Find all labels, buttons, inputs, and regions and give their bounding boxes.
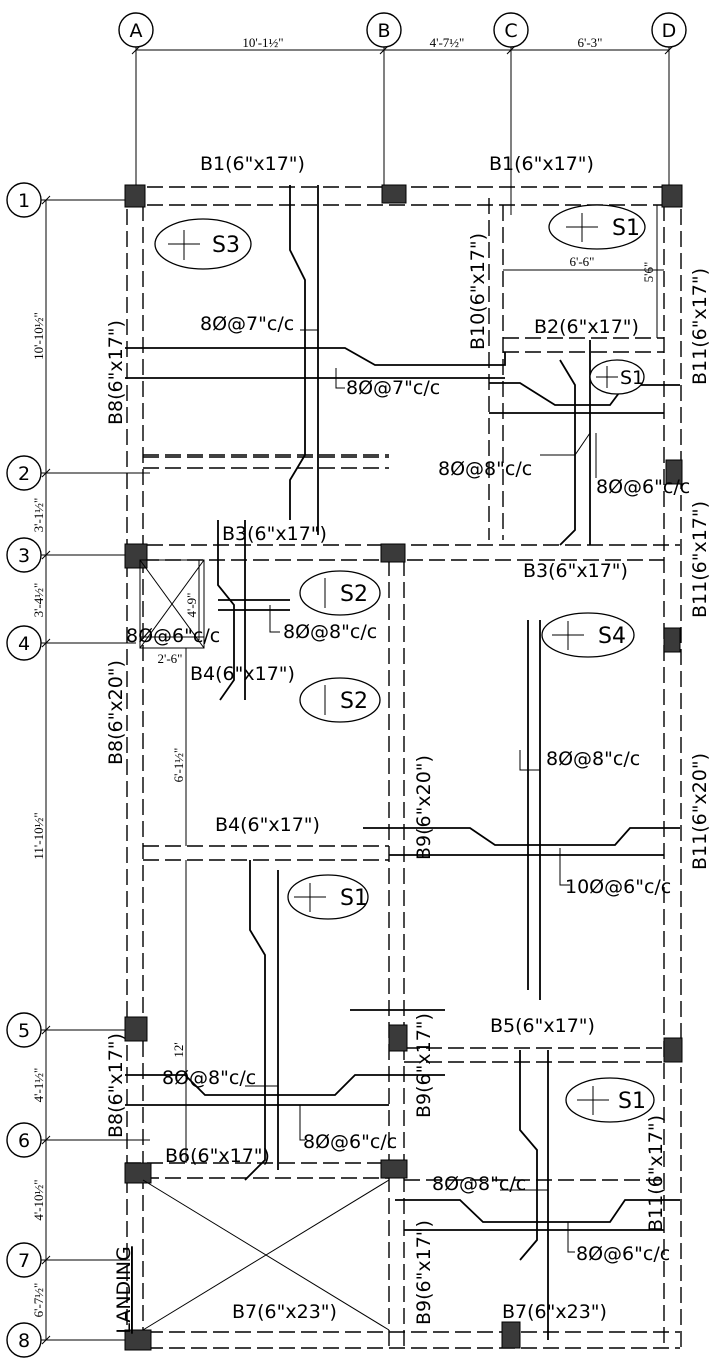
dim-c-d: 6'-3": [578, 35, 603, 50]
beam-b8-top: B8(6"x17"): [105, 320, 127, 425]
slab-s1-bot-label: S1: [618, 1089, 646, 1114]
inner-dimensions: 6'-6" 5'6" 4'-9" 2'-6" 6'-1½" 12': [158, 254, 656, 1058]
slab-s4: S4: [541, 612, 635, 658]
inner-dimension-lines: [140, 205, 664, 1163]
slab-s1-mid: S1: [287, 874, 369, 920]
rebar-note-1: 8Ø@7"c/c: [200, 313, 294, 335]
rebar-note-9: 8Ø@8"c/c: [162, 1067, 256, 1089]
rebar-note-7: 8Ø@8"c/c: [546, 748, 640, 770]
grid-label-1: 1: [18, 190, 30, 212]
rebar-note-3: 8Ø@8"c/c: [438, 458, 532, 480]
beam-b4-top: B4(6"x17"): [190, 663, 295, 685]
beam-b5: B5(6"x17"): [490, 1015, 595, 1037]
rebar-note-10: 8Ø@6"c/c: [303, 1131, 397, 1153]
beam-b2: B2(6"x17"): [534, 316, 639, 338]
rebar-note-2: 8Ø@7"c/c: [346, 377, 440, 399]
beam-b11-2: B11(6"x17"): [689, 501, 711, 618]
grid-label-b: B: [377, 20, 390, 42]
inner-dim-2-6: 2'-6": [158, 651, 183, 666]
beam-labels: B1(6"x17") B1(6"x17") B2(6"x17") B3(6"x1…: [105, 153, 711, 1325]
dim-1-2: 10'-10½": [31, 312, 46, 360]
rebar-note-8: 10Ø@6"c/c: [565, 876, 671, 898]
rebar-note-4: 8Ø@6"c/c: [596, 476, 690, 498]
rebar-note-5: 8Ø@6"c/c: [126, 625, 220, 647]
columns: [124, 184, 683, 1351]
slab-s2-mid: S2: [299, 677, 381, 723]
slab-s1-top-label: S1: [612, 216, 640, 241]
grid-label-7: 7: [18, 1250, 30, 1272]
beam-b9-mid: B9(6"x17"): [413, 1013, 435, 1118]
beam-b1-left: B1(6"x17"): [200, 153, 305, 175]
slab-s2-mid-label: S2: [340, 689, 368, 714]
inner-dim-4-9: 4'-9": [184, 593, 199, 618]
beam-b8-mid: B8(6"x20"): [105, 660, 127, 765]
rebar-notes: 8Ø@7"c/c 8Ø@7"c/c 8Ø@8"c/c 8Ø@6"c/c 8Ø@6…: [126, 313, 690, 1265]
leader-lines: [245, 329, 597, 1253]
beam-b9-bot: B9(6"x17"): [413, 1220, 435, 1325]
dim-a-b: 10'-1½": [242, 35, 283, 50]
slab-s4-label: S4: [598, 624, 626, 649]
beam-b4-mid: B4(6"x17"): [215, 814, 320, 836]
beam-b11-3: B11(6"x20"): [689, 753, 711, 870]
dim-7-8: 6'-7½": [31, 1283, 46, 1318]
landing-label: LANDING: [113, 1246, 135, 1333]
beam-b9-top: B9(6"x20"): [413, 755, 435, 860]
beam-b3-left: B3(6"x17"): [222, 523, 327, 545]
inner-dim-6-6: 6'-6": [570, 254, 595, 269]
beam-b11-4: B11(6"x17"): [645, 1115, 667, 1232]
beam-b7-left: B7(6"x23"): [232, 1301, 337, 1323]
beam-b8-bot: B8(6"x17"): [105, 1033, 127, 1138]
left-dimensions: 10'-10½" 3'-1½" 3'-4½" 11'-10½" 4'-1½" 4…: [31, 312, 46, 1317]
slab-s1-small-label: S1: [620, 367, 644, 389]
grid-label-5: 5: [18, 1020, 30, 1042]
rebar-lines: [125, 185, 680, 1340]
beam-b10: B10(6"x17"): [467, 233, 489, 350]
grid-label-4: 4: [18, 633, 30, 655]
grid-row-bubbles: 1 2 3 4 5 6 7 8: [6, 182, 42, 1358]
dim-3-4: 3'-4½": [31, 583, 46, 618]
rebar-note-11: 8Ø@8"c/c: [432, 1173, 526, 1195]
beam-b3-right: B3(6"x17"): [523, 560, 628, 582]
slab-s3: S3: [154, 218, 252, 270]
grid-label-d: D: [662, 20, 677, 42]
slab-s1-mid-label: S1: [340, 886, 368, 911]
dim-b-c: 4'-7½": [430, 35, 465, 50]
slab-s1-small: S1: [589, 359, 645, 395]
rebar-note-12: 8Ø@6"c/c: [576, 1243, 670, 1265]
slab-s3-label: S3: [212, 233, 240, 258]
beam-b6: B6(6"x17"): [165, 1145, 270, 1167]
dim-5-6: 4'-1½": [31, 1068, 46, 1103]
grid-label-2: 2: [18, 463, 30, 485]
dim-6-7: 4'-10½": [31, 1179, 46, 1220]
beam-b1-right: B1(6"x17"): [489, 153, 594, 175]
slab-s2-top: S2: [299, 570, 381, 616]
slab-s1-top: S1: [548, 204, 646, 250]
dim-2-3: 3'-1½": [31, 498, 46, 533]
dim-4-5: 11'-10½": [31, 812, 46, 859]
slab-s2-top-label: S2: [340, 582, 368, 607]
grid-label-c: C: [504, 20, 517, 42]
beam-b11-1: B11(6"x17"): [689, 268, 711, 385]
inner-dim-6-1-half: 6'-1½": [171, 748, 186, 783]
row-grid-lines: [41, 195, 150, 1345]
inner-dim-5-6: 5'6": [641, 262, 656, 283]
slab-markers: S3 S1 S1 S2 S4 S2: [154, 204, 655, 1123]
grid-label-6: 6: [18, 1130, 30, 1152]
inner-dim-12: 12': [171, 1042, 186, 1057]
beam-b7-right: B7(6"x23"): [502, 1301, 607, 1323]
stair-void: [139, 559, 390, 1331]
slab-s1-bot: S1: [565, 1077, 655, 1123]
top-dimensions: 10'-1½" 4'-7½" 6'-3": [242, 35, 602, 50]
rebar-note-6: 8Ø@8"c/c: [283, 621, 377, 643]
grid-label-8: 8: [18, 1330, 30, 1352]
grid-label-a: A: [130, 20, 143, 42]
grid-column-bubbles: A B C D: [118, 12, 687, 48]
grid-label-3: 3: [18, 545, 30, 567]
